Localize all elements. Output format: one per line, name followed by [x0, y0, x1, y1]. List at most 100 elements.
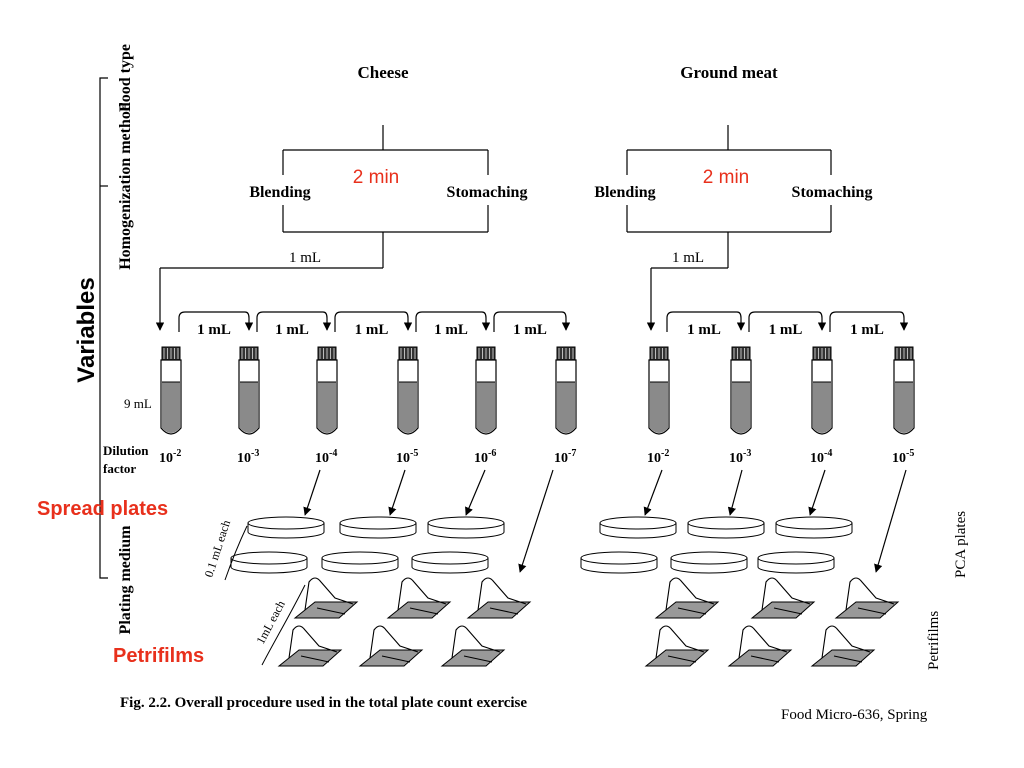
figure-caption: Fig. 2.2. Overall procedure used in the …	[120, 695, 527, 711]
meat-tube-1	[648, 346, 670, 435]
food-ground-meat: Ground meat	[680, 63, 778, 82]
cheese-tube-2	[238, 346, 260, 435]
homogenization-label: Homogenization method	[117, 102, 134, 270]
cheese-tube-3	[316, 346, 338, 435]
meat-transfer-3: 1 mL	[829, 311, 909, 338]
meat-dilution-2: 10-3	[729, 448, 751, 466]
meat-step-label: 1 mL	[687, 322, 721, 338]
dilution-factor-label-1: Dilution	[103, 443, 149, 458]
variables-label: Variables	[73, 277, 100, 382]
petrifilm-bottom-2	[358, 625, 424, 667]
cheese-dilution-4: 10-5	[396, 448, 418, 466]
petrifilm-top-1	[293, 577, 359, 619]
petrifilms-red-label: Petrifilms	[113, 645, 204, 667]
plating-arrow-4	[518, 469, 554, 573]
spread-plates-label: Spread plates	[37, 498, 168, 520]
meat-tube-2	[730, 346, 752, 435]
meat-dilution-1: 10-2	[647, 448, 669, 466]
plate-top-6	[775, 516, 853, 539]
meat-homogenization: 2 min Blending Stomaching 1 mL	[594, 125, 873, 331]
cheese-step-label: 1 mL	[355, 322, 389, 338]
plate-bottom-3	[411, 551, 489, 574]
plate-top-5	[687, 516, 765, 539]
petrifilm-top-2	[386, 577, 452, 619]
meat-step-label: 1 mL	[769, 322, 803, 338]
meat-dilution-3: 10-4	[810, 448, 832, 466]
petrifilm-bottom-6	[810, 625, 876, 667]
cheese-step-label: 1 mL	[275, 322, 309, 338]
meat-blending: Blending	[594, 184, 655, 201]
cheese-transfer-3: 1 mL	[334, 311, 413, 338]
meat-transfer: 1 mL	[672, 250, 704, 266]
meat-stomaching: Stomaching	[792, 184, 873, 201]
food-type-label: Food type	[117, 44, 134, 112]
plate-top-2	[339, 516, 417, 539]
meat-transfer-2: 1 mL	[748, 311, 827, 338]
food-cheese: Cheese	[358, 63, 409, 82]
meat-tube-3	[811, 346, 833, 435]
plating-arrow-8	[874, 469, 907, 573]
plating-arrow-3	[465, 469, 486, 516]
plate-bottom-2	[321, 551, 399, 574]
cheese-tube-1	[160, 346, 182, 435]
plating-arrows	[303, 469, 907, 573]
spread-plates	[230, 516, 853, 574]
petrifilm-bottom-5	[727, 625, 793, 667]
meat-dilution-series: 10-2 1 mL 10-3 1 mL 10-4 1 mL 10-5	[647, 311, 915, 466]
plate-bottom-5	[670, 551, 748, 574]
cheese-dilution-3: 10-4	[315, 448, 337, 466]
pca-plates-label: PCA plates	[953, 511, 969, 578]
cheese-dilution-2: 10-3	[237, 448, 259, 466]
cheese-tube-4	[397, 346, 419, 435]
petrifilms	[277, 577, 900, 667]
meat-step-label: 1 mL	[850, 322, 884, 338]
cheese-stomaching: Stomaching	[447, 184, 528, 201]
plate-bottom-4	[580, 551, 658, 574]
petrifilm-bottom-3	[440, 625, 506, 667]
cheese-dilution-series: 10-2 1 mL 10-3 1 mL 10-4 1 mL 10-5 1 mL 10-6 1 mL…	[159, 311, 577, 466]
cheese-transfer: 1 mL	[289, 250, 321, 266]
plate-top-1	[247, 516, 325, 539]
cheese-dilution-1: 10-2	[159, 448, 181, 466]
cheese-transfer-1: 1 mL	[178, 311, 254, 338]
petrifilm-bottom-1	[277, 625, 343, 667]
plate-top-3	[427, 516, 505, 539]
cheese-time: 2 min	[353, 167, 399, 188]
petrifilm-bottom-4	[644, 625, 710, 667]
plate-bottom-1	[230, 551, 308, 574]
one-ml-each-label: 1mL each	[253, 598, 288, 646]
meat-transfer-1: 1 mL	[666, 311, 746, 338]
petrifilm-top-5	[750, 577, 816, 619]
cheese-step-label: 1 mL	[513, 322, 547, 338]
meat-tube-4	[893, 346, 915, 435]
petrifilms-side-label: Petrifilms	[926, 611, 942, 670]
plate-bottom-6	[757, 551, 835, 574]
plating-arrow-7	[808, 469, 826, 516]
cheese-blending: Blending	[249, 184, 310, 201]
plating-arrow-2	[388, 469, 406, 516]
meat-time: 2 min	[703, 167, 749, 188]
plate-top-4	[599, 516, 677, 539]
cheese-transfer-2: 1 mL	[256, 311, 332, 338]
cheese-step-label: 1 mL	[434, 322, 468, 338]
petrifilm-top-3	[466, 577, 532, 619]
plating-arrow-5	[643, 469, 663, 516]
cheese-step-label: 1 mL	[197, 322, 231, 338]
dilution-factor-label-2: factor	[103, 461, 136, 476]
cheese-transfer-5: 1 mL	[493, 311, 571, 338]
petrifilm-top-4	[654, 577, 720, 619]
plating-arrow-6	[727, 469, 743, 516]
plating-arrow-1	[303, 469, 321, 516]
cheese-tube-6	[555, 346, 577, 435]
petrifilm-top-6	[834, 577, 900, 619]
footer-text: Food Micro-636, Spring	[781, 707, 928, 723]
cheese-tube-5	[475, 346, 497, 435]
cheese-homogenization: 2 min Blending Stomaching 1 mL	[155, 125, 528, 331]
cheese-dilution-5: 10-6	[474, 448, 496, 466]
meat-dilution-4: 10-5	[892, 448, 914, 466]
cheese-transfer-4: 1 mL	[415, 311, 491, 338]
plating-medium-label: Plating medium	[117, 525, 134, 635]
nine-ml-label: 9 mL	[124, 396, 152, 411]
cheese-dilution-6: 10-7	[554, 448, 576, 466]
